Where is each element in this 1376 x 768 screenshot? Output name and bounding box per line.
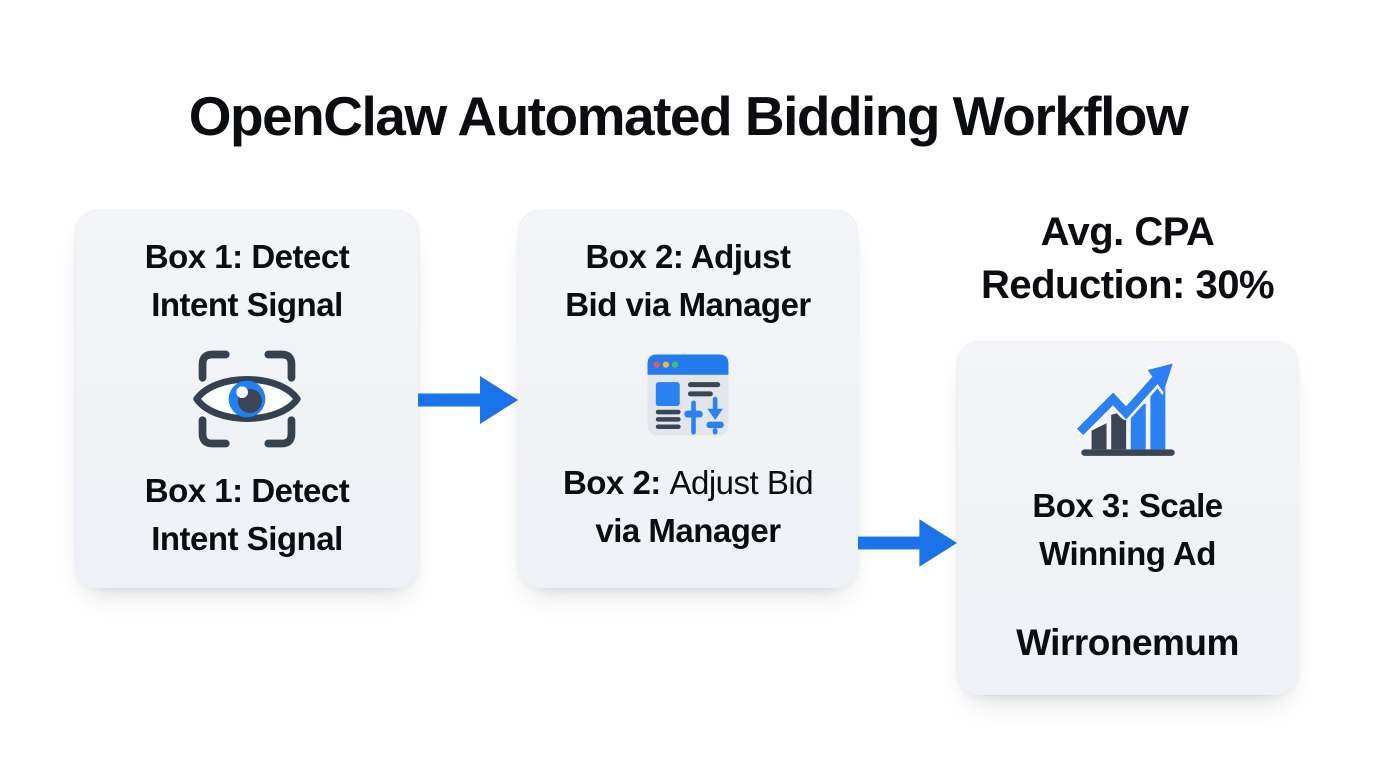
box1-top-label: Box 1: Detect Intent Signal [144,233,350,329]
bid-manager-window-icon [647,354,729,436]
box1-top-label-line1: Box 1: Detect [144,238,350,275]
box3-label-line2: Winning Ad [1039,535,1216,572]
flow-box-adjust-bid: Box 2: Adjust Bid via Manager [518,210,858,588]
cpa-reduction-caption-line1: Avg. CPA [1040,210,1215,254]
cpa-reduction-caption-line2: Reduction: 30% [980,263,1275,307]
box1-bottom-label-line2: Intent Signal [151,520,343,557]
box3-label: Box 3: Scale Winning Ad [1032,482,1223,578]
box1-bottom-label-line1: Box 1: Detect [144,472,350,509]
growth-chart-icon [1075,361,1175,456]
box2-top-label: Box 2: Adjust Bid via Manager [565,233,811,329]
box3-label-line1: Box 3: Scale [1032,487,1223,524]
box2-bottom-label-prefix: Box 2: [562,464,670,501]
page-title: OpenClaw Automated Bidding Workflow [188,85,1189,147]
box2-bottom-label: Box 2: Adjust Bid via Manager [562,459,814,555]
box3-sublabel: Wirronemum [1016,622,1239,663]
box1-bottom-label: Box 1: Detect Intent Signal [144,467,350,563]
flow-arrow-1 [418,376,518,424]
box1-top-label-line2: Intent Signal [151,286,343,323]
eye-scan-icon [193,350,301,448]
flow-box-detect-intent: Box 1: Detect Intent Signal Box 1: Det [75,210,419,588]
cpa-reduction-caption: Avg. CPA Reduction: 30% [957,206,1298,312]
box2-bottom-label-regular: Adjust Bid [669,464,814,501]
box2-top-label-line2: Bid via Manager [565,286,811,323]
flow-box-scale-winning-ad: Box 3: Scale Winning Ad Wirronemum [957,341,1298,695]
flow-arrow-2 [858,519,957,567]
box2-top-label-line1: Box 2: Adjust [585,238,791,275]
box2-bottom-label-line2: via Manager [595,512,781,549]
